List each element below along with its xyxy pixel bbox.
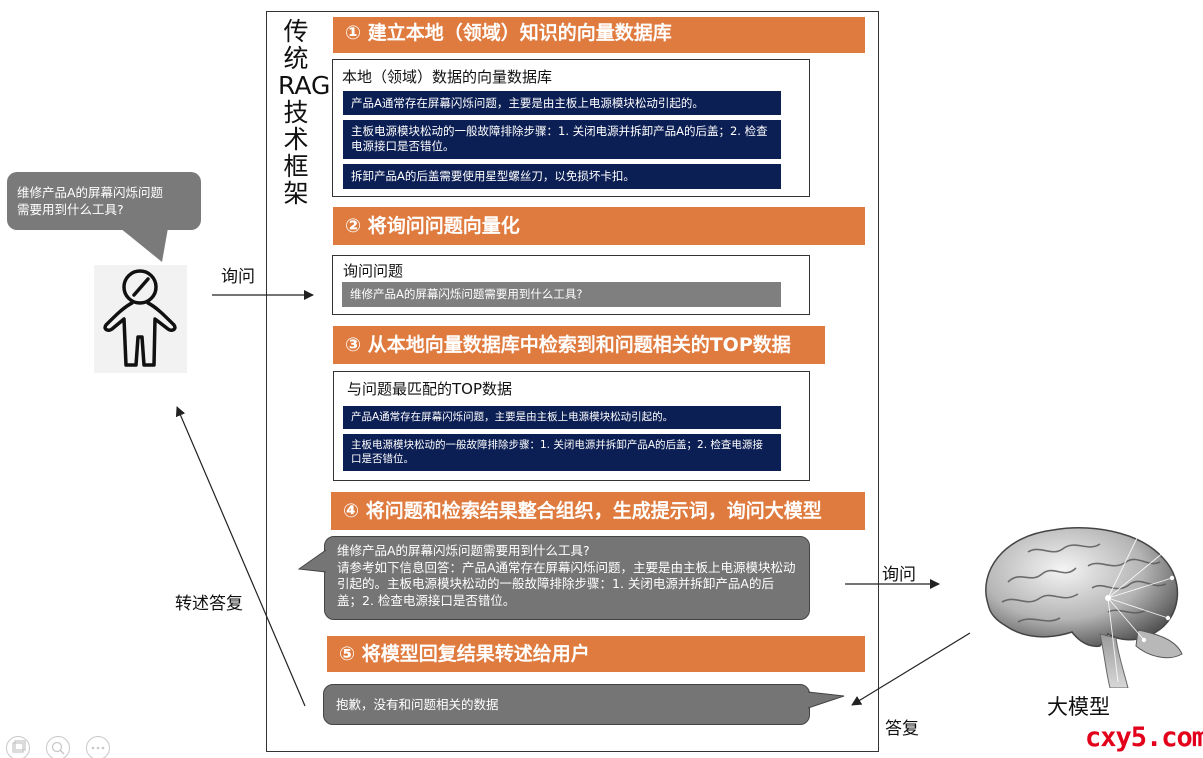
slides-icon[interactable] [6,736,30,758]
prompt-context: 请参考如下信息回答：产品A通常存在屏幕闪烁问题，主要是由主板上电源模块松动引起的… [337,559,796,608]
llm-brain-image [968,522,1198,689]
user-avatar [94,265,187,373]
user-bubble-tail [120,228,168,262]
user-question-bubble: 维修产品A的屏幕闪烁问题 需要用到什么工具? [7,172,201,230]
query-title: 询问问题 [343,262,404,280]
vector-db-title: 本地（领域）数据的向量数据库 [342,68,553,86]
user-question-line1: 维修产品A的屏幕闪烁问题 [17,185,164,200]
answer-arrow [851,632,971,706]
prompt-bubble-tail [298,549,327,573]
step-2-header: ② 将询问问题向量化 [333,207,865,245]
vector-db-row: 拆卸产品A的后盖需要使用星型螺丝刀，以免损坏卡扣。 [343,164,781,189]
vector-db-row: 产品A通常存在屏幕闪烁问题，主要是由主板上电源模块松动引起的。 [343,91,781,115]
user-question-line2: 需要用到什么工具? [17,202,124,217]
zoom-icon[interactable] [46,736,70,758]
watermark: cxy5.com [1085,722,1203,753]
step-5-header: ⑤ 将模型回复结果转述给用户 [327,636,865,672]
top-data-title: 与问题最匹配的TOP数据 [347,380,513,398]
answer-label: 答复 [885,719,919,739]
more-icon[interactable] [86,736,110,758]
reply-bubble-tail [807,691,845,709]
reply-bubble: 抱歉，没有和问题相关的数据 [323,684,810,725]
top-data-row: 主板电源模块松动的一般故障排除步骤：1. 关闭电源并拆卸产品A的后盖；2. 检查… [343,434,781,471]
relay-answer-label: 转述答复 [175,594,243,614]
prompt-question: 维修产品A的屏幕闪烁问题需要用到什么工具? [337,543,590,558]
ask-label-left: 询问 [221,267,255,287]
relay-answer-arrow [175,406,306,707]
query-text: 维修产品A的屏幕闪烁问题需要用到什么工具? [342,282,781,307]
step-1-header: ① 建立本地（领域）知识的向量数据库 [333,17,865,53]
reply-text: 抱歉，没有和问题相关的数据 [336,697,499,712]
step-4-header: ④ 将问题和检索结果整合组织，生成提示词，询问大模型 [331,492,865,530]
llm-label: 大模型 [1047,695,1110,719]
rag-framework-frame [266,11,879,752]
person-icon [103,269,177,367]
ask-label-right: 询问 [882,565,916,585]
top-data-row: 产品A通常存在屏幕闪烁问题，主要是由主板上电源模块松动引起的。 [343,406,781,429]
vector-db-row: 主板电源模块松动的一般故障排除步骤：1. 关闭电源并拆卸产品A的后盖；2. 检查… [343,120,781,159]
step-3-header: ③ 从本地向量数据库中检索到和问题相关的TOP数据 [333,326,825,364]
prompt-bubble: 维修产品A的屏幕闪烁问题需要用到什么工具? 请参考如下信息回答：产品A通常存在屏… [324,536,810,620]
